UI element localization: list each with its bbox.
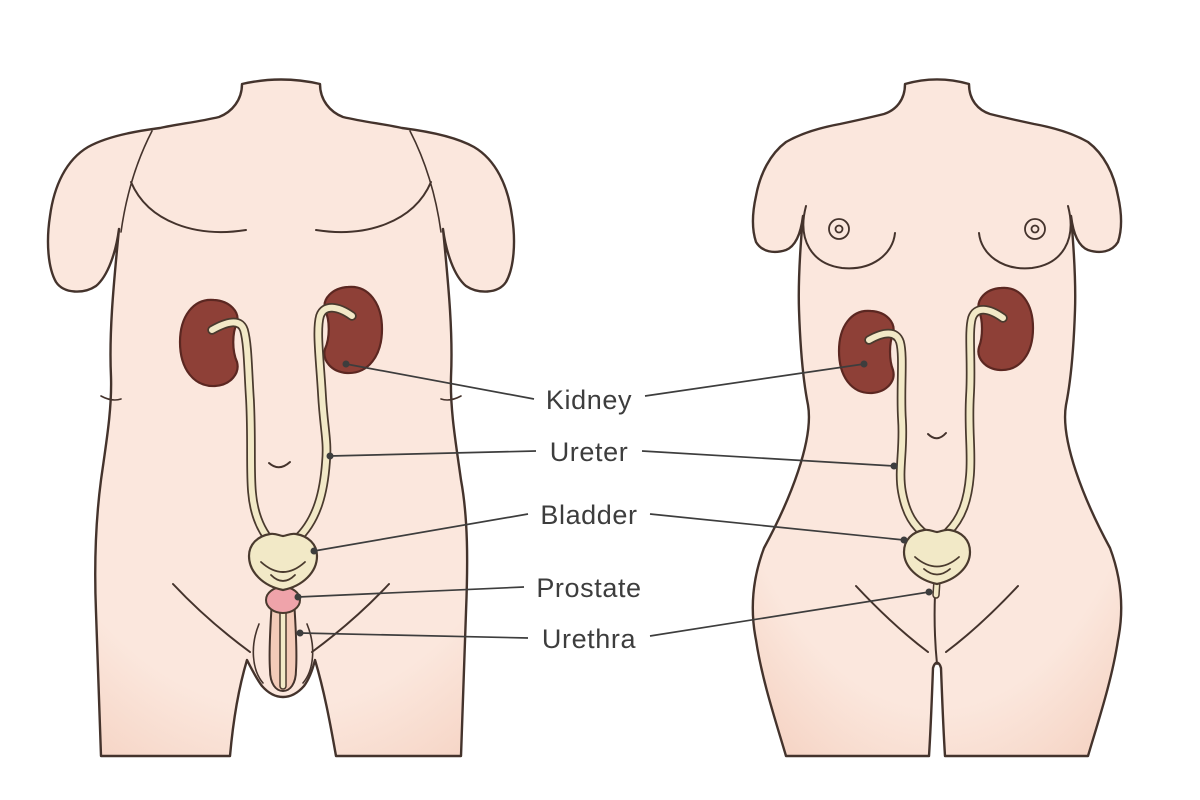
female-breast-line-right [978,205,1072,270]
female-torso-outline [751,78,1123,758]
leader-line-kidney-male [345,363,535,400]
male-waist-crease-right [440,395,462,401]
male-ureter-left [209,319,275,546]
male-ureter-right [293,304,355,543]
male-pectoral-line-right [315,181,432,233]
male-kidney-left [178,298,239,388]
male-waist-crease-left [100,395,122,401]
female-nipple-right-icon [1030,224,1040,234]
female-figure [751,78,1123,758]
leader-line-kidney-female [644,363,865,397]
pointer-dot-ureter-male [326,452,334,460]
leader-line-prostate-male [297,586,525,598]
leader-line-urethra-male [299,632,529,639]
leader-line-urethra-female [649,591,930,637]
female-navel [927,432,947,440]
male-scrotum-fold-left [252,623,264,684]
female-nipple-left-icon [834,224,844,234]
label-urethra: Urethra [542,624,637,654]
male-bladder [247,532,319,592]
pointer-dot-prostate-male [294,593,302,601]
male-bladder-inner-line-1 [260,561,306,573]
female-kidney-right [977,286,1035,372]
male-shoulder-crease-left [120,130,153,233]
female-breast-line-left [802,205,896,270]
female-groin-line-left [855,585,929,653]
pointer-dot-kidney-male [342,360,350,368]
male-shoulder-crease-right [409,130,442,233]
pointer-dot-ureter-female [890,462,898,470]
male-navel [268,461,291,469]
female-bladder-inner-line-1 [914,556,960,568]
pointer-dot-urethra-male [296,629,304,637]
pointer-dot-bladder-female [900,536,908,544]
male-torso-outline [46,78,516,758]
female-genital-cleft [933,593,938,665]
male-figure [46,78,516,758]
female-ureter-left [866,330,929,538]
male-groin-line-left [172,583,251,653]
female-groin-line-right [945,585,1019,653]
pointer-dot-urethra-female [925,588,933,596]
female-areola-left-icon [828,218,850,240]
male-scrotum-fold-right [302,623,314,684]
leader-line-ureter-female [641,450,895,467]
annotation-layer: Kidney Ureter Bladder Prostate Urethra [294,360,933,654]
male-pectoral-line-left [130,181,247,233]
leader-line-bladder-male [313,513,529,552]
male-kidney-right [323,285,384,375]
leader-line-bladder-female [649,513,905,541]
leader-line-ureter-male [329,450,537,457]
label-bladder: Bladder [540,500,637,530]
female-kidney-left [837,309,895,395]
label-ureter: Ureter [550,437,629,467]
label-prostate: Prostate [536,573,641,603]
label-kidney: Kidney [546,385,632,415]
female-bladder [902,528,972,586]
female-ureter-right [945,306,1006,535]
male-bladder-inner-line-2 [270,574,296,582]
female-bladder-inner-line-2 [923,568,951,576]
pointer-dot-bladder-male [310,547,318,555]
pointer-dot-kidney-female [860,360,868,368]
female-areola-right-icon [1024,218,1046,240]
